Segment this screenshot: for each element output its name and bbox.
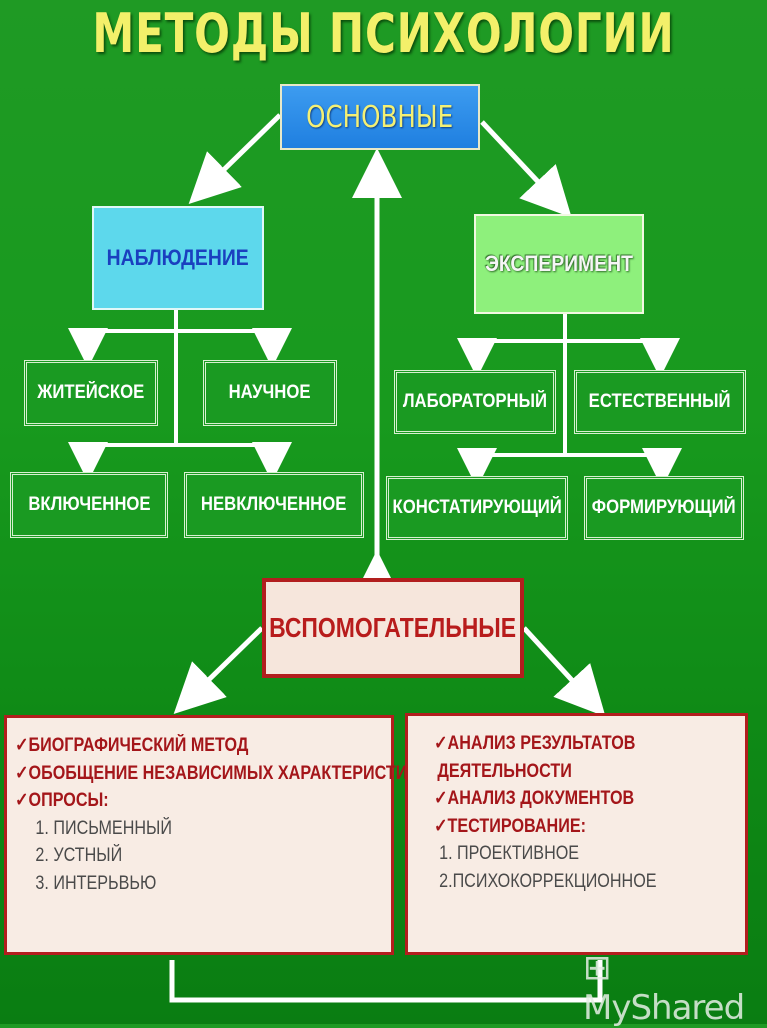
arrow-main-to-observation [188,113,282,204]
page-title: МЕТОДЫ ПСИХОЛОГИИ [92,2,675,65]
observation-everyday: ЖИТЕЙСКОЕ [24,360,158,426]
main-methods-box: ОСНОВНЫЕ [280,84,480,150]
experiment-ascertaining: КОНСТАТИРУЮЩИЙ [386,476,568,540]
test-type: 1. ПРОЕКТИВНОЕ [439,843,580,865]
test-type: 2.ПСИХОКОРРЕКЦИОННОЕ [439,870,657,892]
experiment-laboratory: ЛАБОРАТОРНЫЙ [394,370,556,434]
arrow-main-to-experiment [480,120,572,218]
left-auxiliary-panel: ✓БИОГРАФИЧЕСКИЙ МЕТОД ✓ОБОБЩЕНИЕ НЕЗАВИС… [4,715,418,955]
bottom-connector [169,960,603,1003]
survey-type: 2. УСТНЫЙ [35,845,123,867]
arrow-aux-to-left [173,626,264,714]
survey-type: 1. ПИСЬМЕННЫЙ [35,817,172,839]
observation-box: НАБЛЮДЕНИЕ [92,206,264,310]
list-item: ✓ТЕСТИРОВАНИЕ: [434,815,586,837]
list-item: ✓АНАЛИЗ РЕЗУЛЬТАТОВ [434,733,636,754]
experiment-natural: ЕСТЕСТВЕННЫЙ [574,370,746,434]
observation-included: ВКЛЮЧЕННОЕ [10,472,168,538]
experiment-box: ЭКСПЕРИМЕНТ [474,214,644,314]
observation-scientific: НАУЧНОЕ [203,360,337,426]
experiment-forming: ФОРМИРУЮЩИЙ [584,476,744,540]
list-item: ✓БИОГРАФИЧЕСКИЙ МЕТОД [15,735,249,756]
arrow-aux-to-right [522,626,606,717]
list-item: ✓ОПРОСЫ: [15,790,109,812]
list-item: ✓ОБОБЩЕНИЕ НЕЗАВИСИМЫХ ХАРАКТЕРИСТИК [15,762,418,784]
watermark-logo: ⊞ MyShared [583,948,745,1028]
survey-type: 3. ИНТЕРЬВЬЮ [35,872,157,894]
observation-not-included: НЕВКЛЮЧЕННОЕ [184,472,364,538]
list-item: ✓АНАЛИЗ ДОКУМЕНТОВ [434,788,635,810]
auxiliary-methods-box: ВСПОМОГАТЕЛЬНЫЕ [262,578,524,678]
list-item: ДЕЯТЕЛЬНОСТИ [437,760,572,782]
right-auxiliary-panel: ✓АНАЛИЗ РЕЗУЛЬТАТОВ ДЕЯТЕЛЬНОСТИ ✓АНАЛИЗ… [405,713,748,955]
